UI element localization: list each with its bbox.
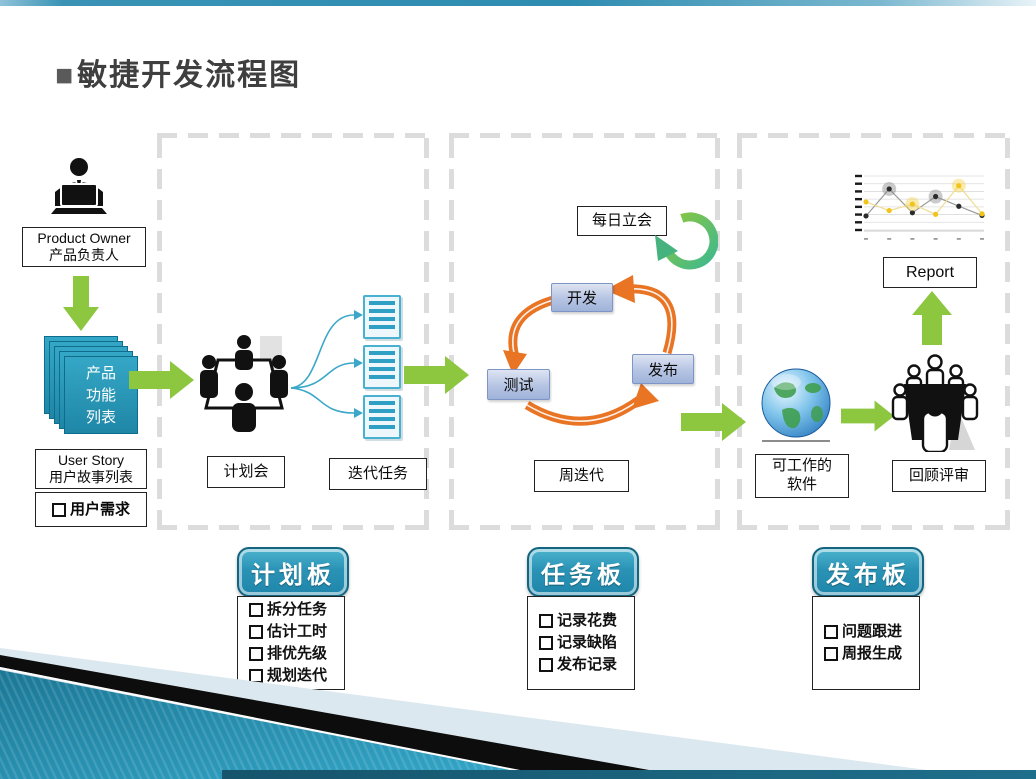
- title-bullet-icon: ■: [55, 59, 76, 92]
- backlog-card-line: 功能: [85, 386, 116, 404]
- footer-decoration: [0, 648, 1036, 779]
- task-board-button: 任务板: [527, 547, 639, 597]
- arrow-down-icon: [63, 276, 99, 331]
- arrow-right-icon: [841, 400, 895, 432]
- report-label: Report: [883, 257, 977, 288]
- release-board-button: 发布板: [812, 547, 924, 597]
- backlog-card-line: 列表: [85, 408, 116, 426]
- checklist-item-label: 周报生成: [842, 645, 903, 662]
- user-story-en: User Story: [57, 451, 125, 468]
- checkbox-icon: [824, 647, 838, 661]
- backlog-card-front: 产品 功能 列表: [64, 356, 138, 434]
- review-label: 回顾评审: [892, 460, 986, 492]
- report-chart: [846, 168, 988, 248]
- document-list-icon: [363, 295, 401, 339]
- user-story-label: User Story 用户故事列表: [35, 449, 147, 489]
- product-backlog-cards: 产品 功能 列表: [44, 336, 138, 434]
- release-node: 发布: [632, 354, 694, 384]
- release-board-label: 发布板: [826, 561, 910, 589]
- checkbox-icon: [539, 636, 553, 650]
- requirement-label: 用户需求: [35, 492, 147, 527]
- working-software-line1: 可工作的: [771, 457, 832, 475]
- document-list-icon: [363, 345, 401, 389]
- requirement-row: 用户需求: [51, 500, 130, 520]
- task-board-checklist: 记录花费 记录缺陷 发布记录: [527, 596, 635, 690]
- review-text: 回顾评审: [908, 466, 969, 484]
- working-software-line2: 软件: [786, 476, 817, 493]
- requirement-text: 用户需求: [69, 500, 130, 518]
- planning-meeting-label: 计划会: [207, 456, 285, 488]
- checklist-item-label: 拆分任务: [267, 601, 328, 618]
- release-text: 发布: [647, 361, 678, 379]
- test-node: 测试: [487, 369, 550, 400]
- fanout-connector-lines: [290, 310, 363, 418]
- circular-refresh-arrow-icon: [655, 212, 718, 270]
- planning-board-label: 计划板: [251, 561, 335, 589]
- line-chart-icon: [855, 174, 985, 240]
- arrow-right-icon: [129, 361, 194, 399]
- checklist-item-label: 问题跟进: [842, 623, 903, 640]
- checklist-item-label: 发布记录: [557, 656, 618, 673]
- checklist-item: 问题跟进: [824, 622, 919, 642]
- arrow-right-icon: [404, 356, 469, 394]
- checklist-item-label: 估计工时: [267, 623, 328, 640]
- person-at-laptop-icon: [51, 158, 107, 214]
- review-table-icon: [891, 354, 979, 452]
- page-title-text: 敏捷开发流程图: [77, 59, 302, 92]
- checklist-item-label: 记录缺陷: [557, 634, 618, 651]
- product-owner-zh: 产品负责人: [49, 247, 119, 263]
- user-story-zh: 用户故事列表: [49, 469, 133, 485]
- checkbox-icon: [824, 625, 838, 639]
- checkbox-icon: [539, 658, 553, 672]
- checklist-item: 周报生成: [824, 644, 919, 664]
- checklist-item: 估计工时: [249, 622, 344, 642]
- checkbox-icon: [51, 502, 66, 517]
- sprint-cycle-arrows: [503, 275, 677, 426]
- document-list-icon: [363, 395, 401, 439]
- checklist-item-label: 记录花费: [557, 612, 618, 629]
- arrow-right-icon: [681, 403, 746, 441]
- release-board-checklist: 问题跟进 周报生成: [812, 596, 920, 690]
- product-owner-en: Product Owner: [37, 229, 131, 246]
- test-text: 测试: [503, 377, 534, 394]
- checkbox-icon: [249, 625, 263, 639]
- page-title: ■敏捷开发流程图: [55, 50, 301, 94]
- backlog-card-line: 产品: [85, 365, 116, 382]
- checkbox-icon: [539, 614, 553, 628]
- arrow-up-icon: [912, 291, 952, 345]
- globe-icon: [761, 368, 831, 442]
- develop-text: 开发: [566, 290, 597, 307]
- iteration-tasks-label: 迭代任务: [329, 458, 427, 490]
- planning-meeting-text: 计划会: [223, 462, 269, 480]
- iteration-tasks-text: 迭代任务: [347, 464, 408, 482]
- checklist-item-label: 排优先级: [267, 645, 328, 662]
- checkbox-icon: [249, 647, 263, 661]
- meeting-table-icon: [200, 335, 288, 432]
- task-board-label: 任务板: [541, 561, 625, 589]
- checklist-item-label: 规划迭代: [267, 667, 328, 684]
- report-text: Report: [905, 263, 955, 281]
- checkbox-icon: [249, 603, 263, 617]
- weekly-iteration-label: 周迭代: [534, 460, 629, 492]
- checklist-item: 发布记录: [539, 655, 634, 675]
- planning-board-button: 计划板: [237, 547, 349, 597]
- checklist-item: 记录缺陷: [539, 633, 634, 653]
- daily-standup-text: 每日立会: [591, 211, 652, 229]
- backlog-card-text: 产品 功能 列表: [65, 357, 137, 428]
- working-software-label: 可工作的 软件: [755, 454, 849, 498]
- product-owner-label: Product Owner 产品负责人: [22, 227, 146, 267]
- daily-standup-label: 每日立会: [577, 206, 667, 236]
- weekly-iteration-text: 周迭代: [558, 466, 604, 484]
- planning-board-checklist: 拆分任务 估计工时 排优先级 规划迭代: [237, 596, 345, 690]
- develop-node: 开发: [551, 283, 613, 312]
- checklist-item: 排优先级: [249, 644, 344, 664]
- top-accent-bar: [0, 0, 1036, 6]
- checklist-item: 记录花费: [539, 611, 634, 631]
- checklist-item: 拆分任务: [249, 600, 344, 620]
